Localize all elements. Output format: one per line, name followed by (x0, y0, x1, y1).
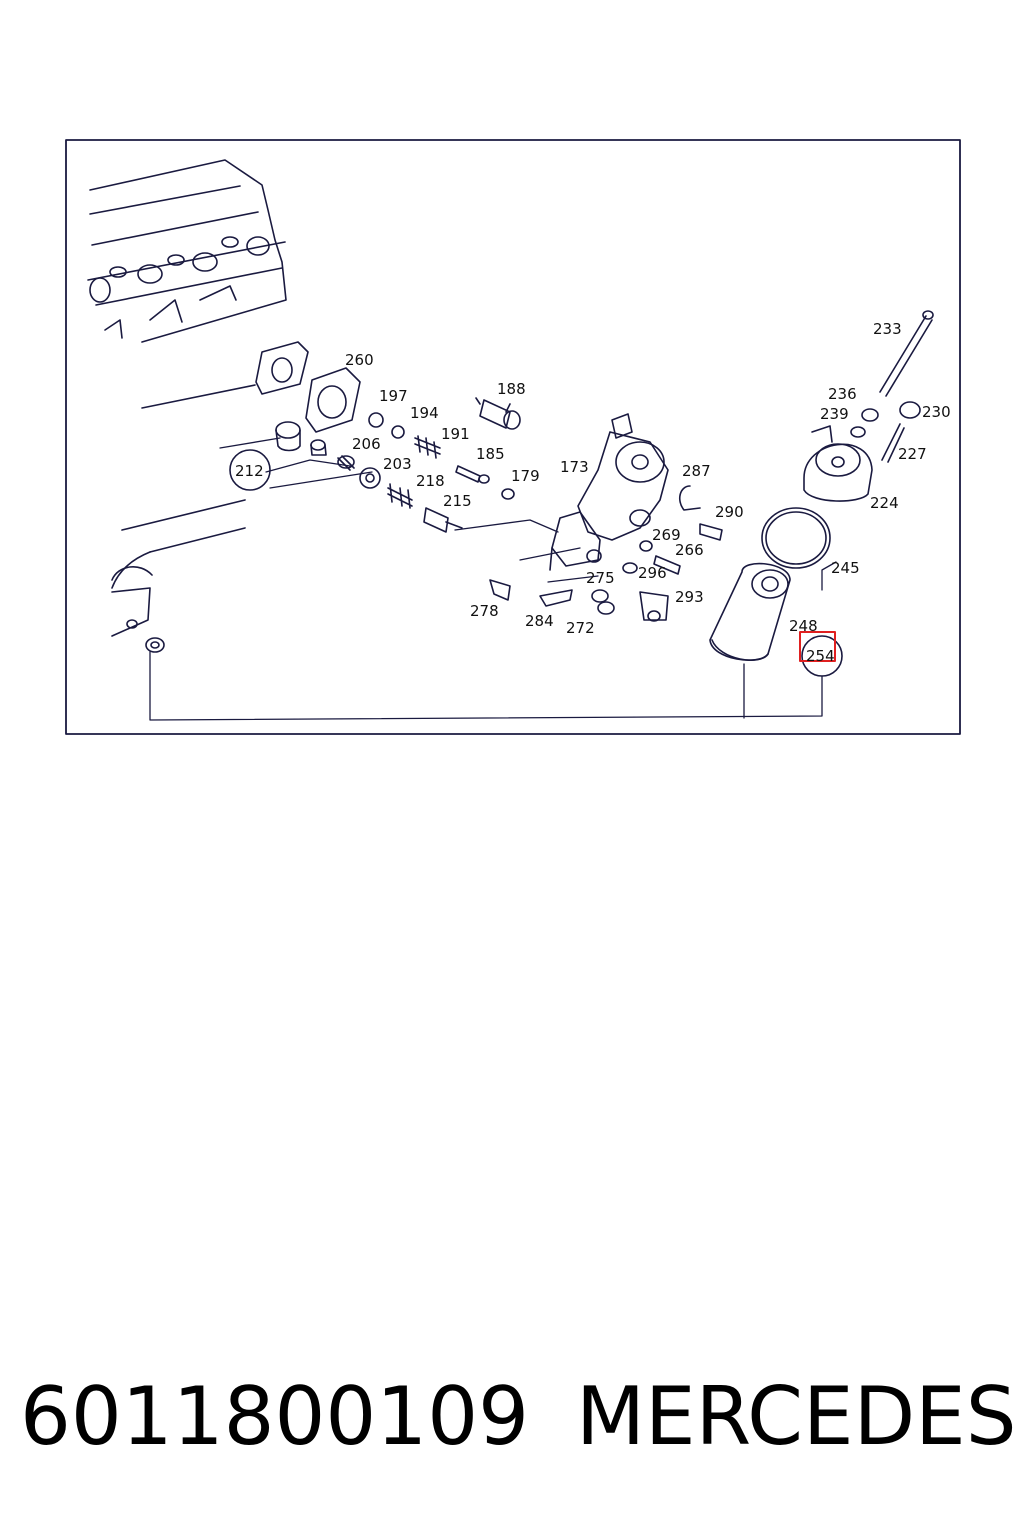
diagram-frame (65, 139, 961, 735)
callout-236: 236 (828, 385, 857, 403)
highlight-box-254 (799, 631, 836, 662)
callout-circle-212 (229, 449, 271, 491)
callout-227: 227 (898, 445, 927, 463)
leader-lines (149, 437, 837, 721)
callout-275: 275 (586, 569, 615, 587)
callout-272: 272 (566, 619, 595, 637)
callout-248: 248 (789, 617, 818, 635)
filter-housing (709, 310, 934, 661)
callout-296: 296 (638, 564, 667, 582)
callout-191: 191 (441, 425, 470, 443)
callout-179: 179 (511, 467, 540, 485)
brand-name: MERCEDES (576, 1370, 1017, 1463)
callout-224: 224 (870, 494, 899, 512)
caption: 6011800109 MERCEDES (0, 1362, 1024, 1472)
callout-labels: 173 179 185 188 191 194 197 203 206 212 … (235, 320, 951, 665)
callout-239: 239 (820, 405, 849, 423)
callout-260: 260 (345, 351, 374, 369)
part-number: 6011800109 (20, 1370, 529, 1463)
callout-254: 254 (806, 647, 835, 665)
gasket-plate (255, 341, 309, 395)
callout-290: 290 (715, 503, 744, 521)
callout-278: 278 (470, 602, 499, 620)
callout-173: 173 (560, 458, 589, 476)
callout-185: 185 (476, 445, 505, 463)
callout-188: 188 (497, 380, 526, 398)
callout-284: 284 (525, 612, 554, 630)
callout-circle-254 (801, 635, 843, 677)
callout-230: 230 (922, 403, 951, 421)
callout-212: 212 (235, 462, 264, 480)
callout-215: 215 (443, 492, 472, 510)
callout-233: 233 (873, 320, 902, 338)
callout-269: 269 (652, 526, 681, 544)
engine-block (87, 159, 287, 653)
exploded-parts-diagram: 173 179 185 188 191 194 197 203 206 212 … (65, 139, 961, 735)
callout-197: 197 (379, 387, 408, 405)
callout-287: 287 (682, 462, 711, 480)
callout-218: 218 (416, 472, 445, 490)
left-small-parts (275, 397, 521, 533)
pump-assembly (489, 413, 723, 622)
callout-266: 266 (675, 541, 704, 559)
housing-flange (305, 367, 361, 433)
callout-245: 245 (831, 559, 860, 577)
callout-293: 293 (675, 588, 704, 606)
callout-203: 203 (383, 455, 412, 473)
callout-194: 194 (410, 404, 439, 422)
callout-206: 206 (352, 435, 381, 453)
